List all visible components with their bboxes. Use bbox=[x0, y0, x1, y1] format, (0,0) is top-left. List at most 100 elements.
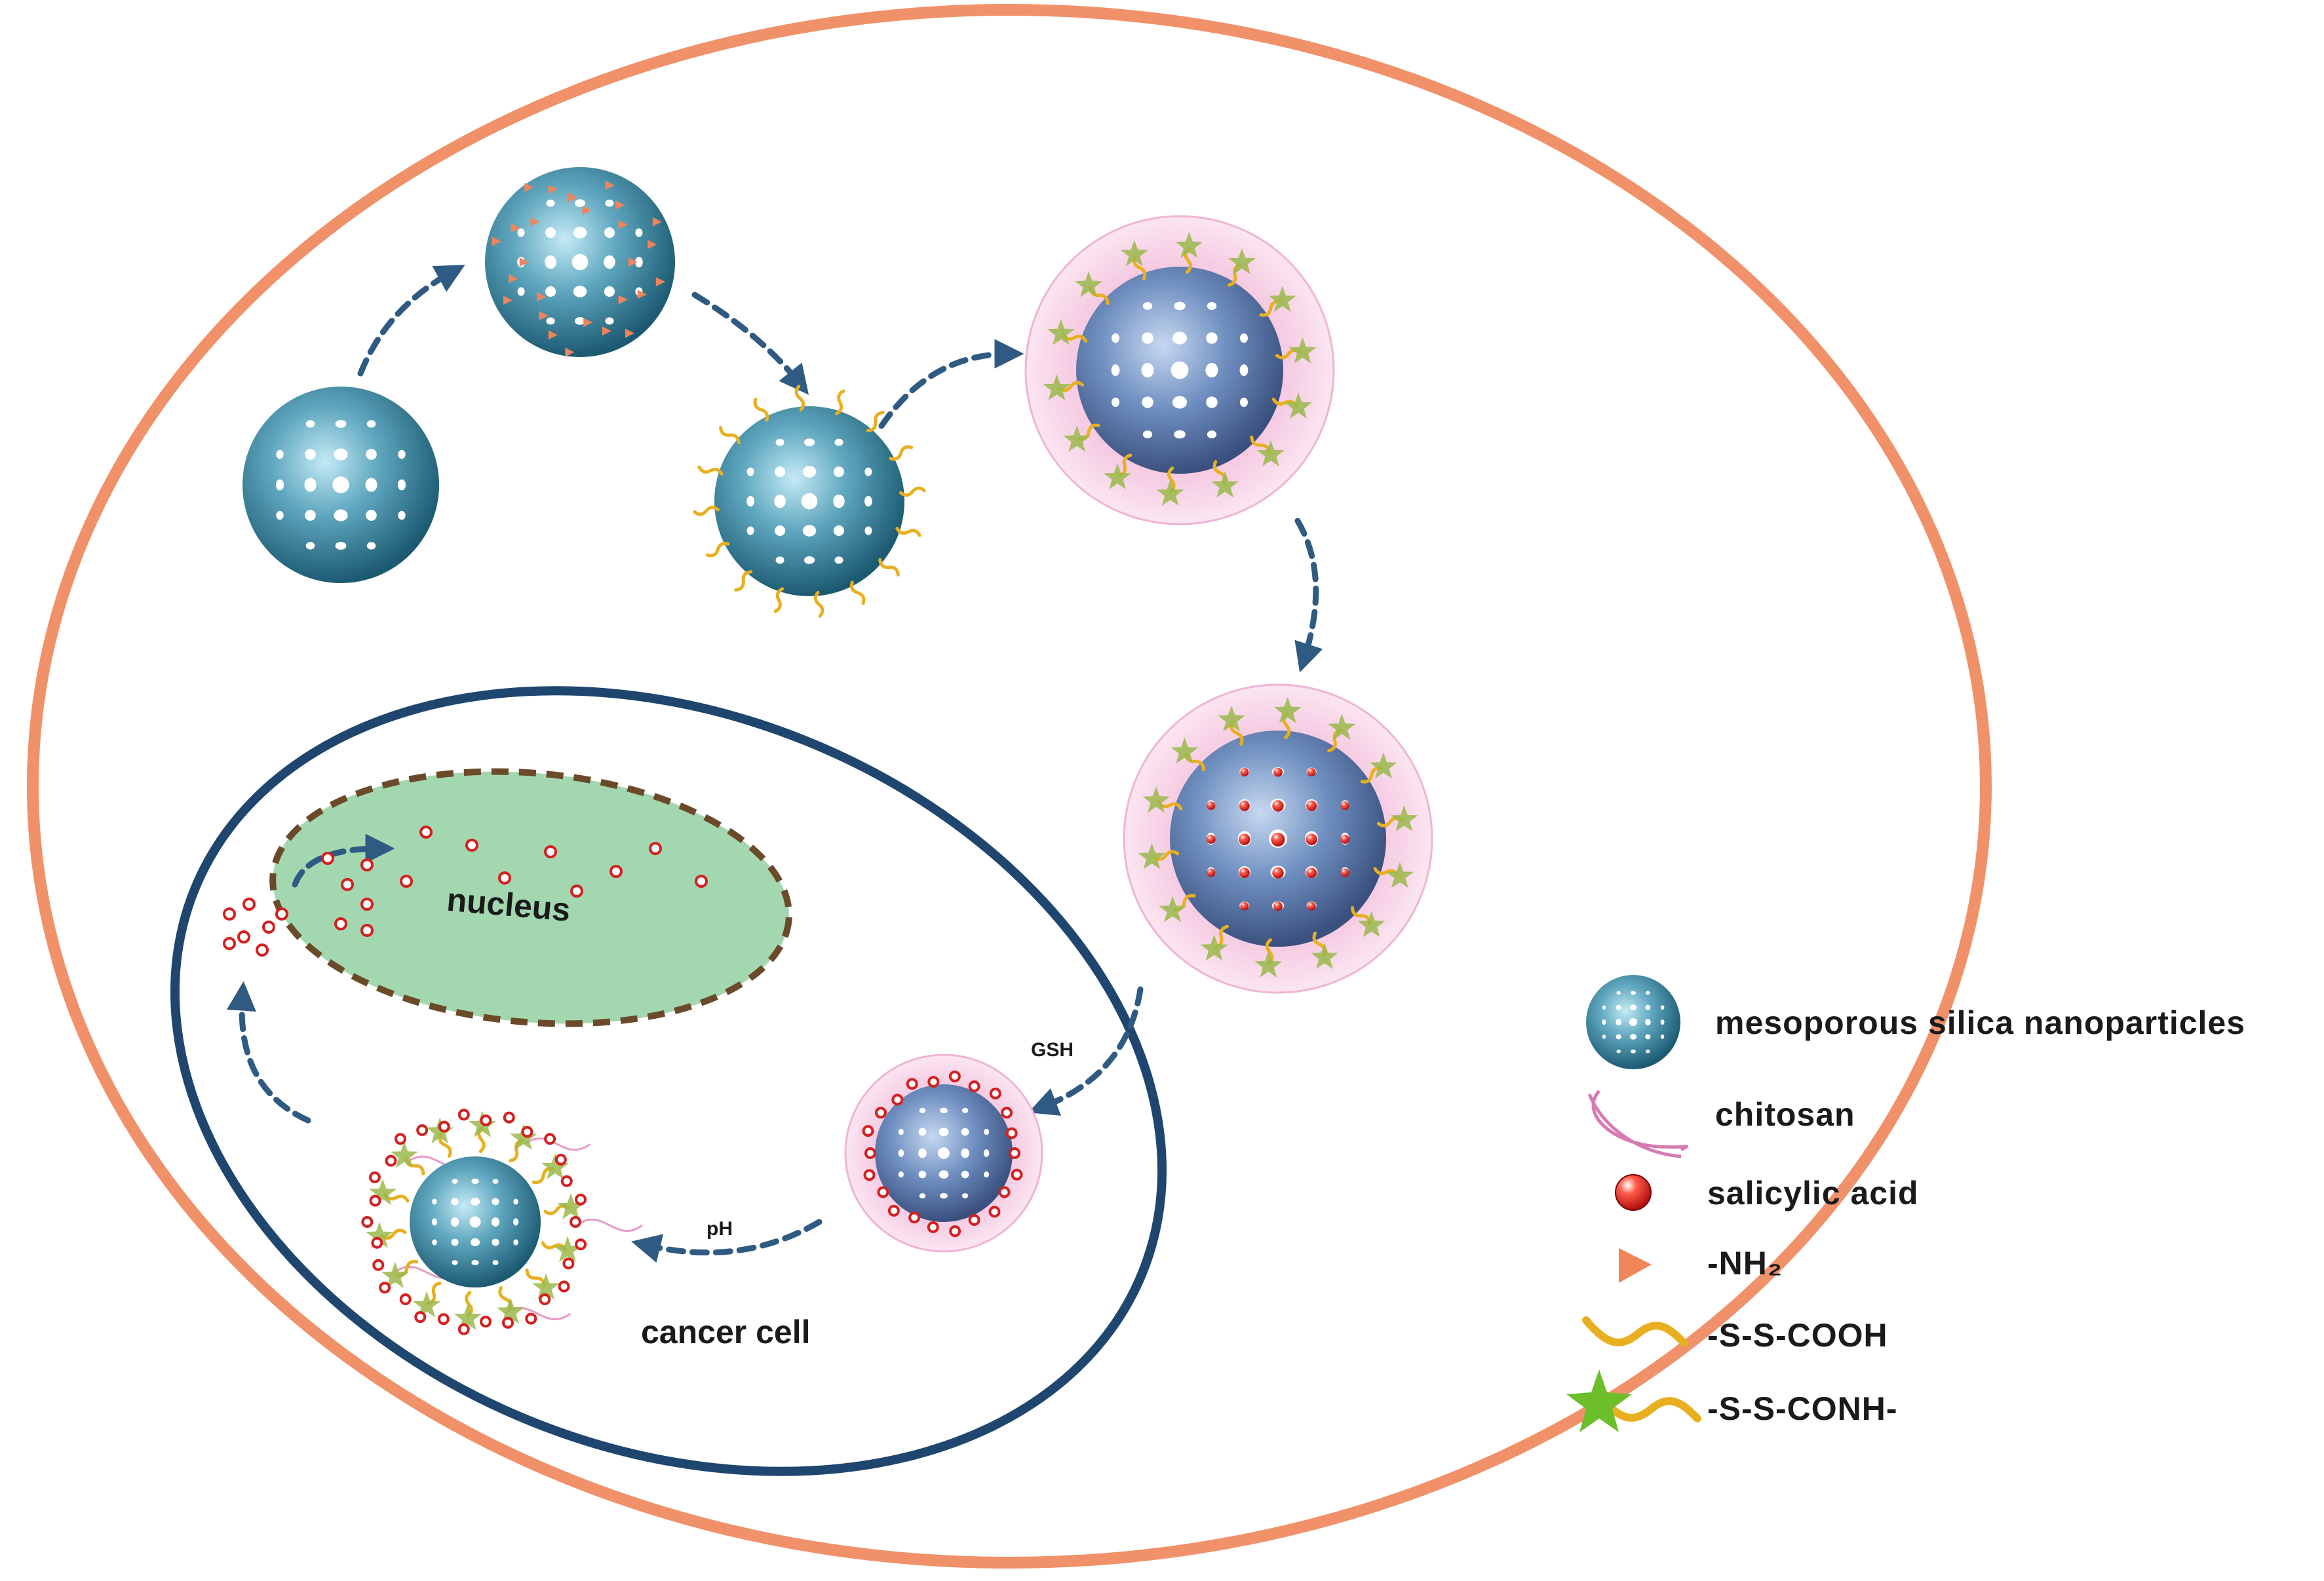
pore bbox=[833, 494, 845, 508]
drug-molecule bbox=[457, 1323, 470, 1335]
pore bbox=[961, 1107, 969, 1113]
drug-molecule bbox=[242, 898, 256, 911]
pore bbox=[1644, 1018, 1651, 1026]
amine-group bbox=[625, 328, 634, 338]
arrow-step-gsh bbox=[1028, 986, 1144, 1116]
pore bbox=[305, 420, 315, 428]
drug-molecule bbox=[1009, 1147, 1020, 1159]
gsh-label: GSH bbox=[1031, 1039, 1074, 1061]
pore bbox=[1172, 396, 1188, 409]
crosslink-star bbox=[413, 1291, 441, 1318]
flow-arrows bbox=[226, 265, 1323, 1263]
drug-molecule bbox=[927, 1221, 939, 1234]
drug-molecule bbox=[1307, 768, 1316, 777]
pore bbox=[1646, 991, 1650, 995]
pore bbox=[938, 1147, 950, 1159]
disulfide-chain bbox=[697, 465, 724, 476]
disulfide-chain bbox=[1230, 720, 1244, 746]
drug-molecule bbox=[575, 1238, 587, 1251]
drug-molecule bbox=[988, 1206, 1001, 1218]
pore bbox=[1174, 430, 1186, 439]
amine-group bbox=[655, 277, 665, 287]
pore bbox=[864, 495, 872, 507]
cancer-cell-membrane bbox=[170, 686, 1167, 1476]
pore bbox=[961, 1148, 969, 1158]
drug-molecule bbox=[237, 930, 250, 943]
crosslink-star bbox=[1075, 271, 1103, 297]
amine-group bbox=[637, 290, 647, 299]
crosslink-star bbox=[1142, 786, 1171, 813]
drug-molecule bbox=[334, 917, 347, 930]
drug-molecule bbox=[262, 921, 275, 934]
chitosan-strand bbox=[576, 1218, 643, 1232]
drug-molecule bbox=[948, 1070, 961, 1082]
pore bbox=[471, 1259, 479, 1266]
crosslink-star bbox=[1043, 374, 1071, 400]
arrow-step-4 bbox=[1294, 518, 1323, 673]
drug-molecule bbox=[968, 1080, 980, 1093]
pore bbox=[1645, 1004, 1651, 1010]
drug-molecule bbox=[649, 842, 662, 855]
pore bbox=[604, 227, 615, 238]
pore bbox=[898, 1171, 904, 1178]
pore bbox=[1142, 396, 1153, 408]
drug-molecule bbox=[480, 1114, 492, 1126]
legend: mesoporous silica nanoparticles chitosan… bbox=[1566, 975, 2245, 1432]
msn-in-cell bbox=[844, 1054, 1043, 1253]
drug-molecule bbox=[554, 1153, 567, 1166]
orange-triangle-icon bbox=[1619, 1248, 1652, 1283]
pore bbox=[1616, 1049, 1621, 1054]
msn-amine bbox=[485, 167, 675, 357]
pore bbox=[1205, 362, 1218, 378]
drug-molecule bbox=[1307, 902, 1316, 911]
disulfide-chain bbox=[380, 1229, 407, 1240]
drug-molecule bbox=[570, 1216, 581, 1228]
pore bbox=[939, 1170, 949, 1179]
pore bbox=[1206, 332, 1218, 344]
pore bbox=[571, 254, 589, 271]
pore bbox=[517, 228, 525, 237]
pore bbox=[492, 1260, 499, 1265]
pore bbox=[397, 479, 406, 491]
disulfide-chain bbox=[734, 570, 753, 592]
crosslink-star bbox=[541, 1152, 569, 1179]
drug-molecule bbox=[1005, 1127, 1018, 1139]
pore bbox=[1239, 397, 1248, 408]
drug-molecule bbox=[863, 1169, 876, 1181]
pore bbox=[366, 510, 377, 521]
disulfide-chain bbox=[438, 1132, 452, 1158]
pore bbox=[1660, 1005, 1665, 1010]
cancer-cell-label: cancer cell bbox=[641, 1314, 811, 1350]
crosslink-star bbox=[1120, 240, 1148, 267]
pore bbox=[305, 542, 315, 550]
drug-molecule bbox=[1272, 867, 1284, 879]
pore bbox=[513, 1218, 519, 1226]
crosslink-star bbox=[1256, 440, 1285, 467]
drug-molecule bbox=[927, 1076, 940, 1088]
drug-molecule bbox=[503, 1111, 515, 1124]
pore bbox=[802, 525, 817, 537]
amine-group bbox=[618, 295, 628, 305]
amine-group bbox=[548, 184, 558, 194]
drug-molecule bbox=[1207, 801, 1216, 810]
amine-group bbox=[602, 326, 611, 336]
amine-group bbox=[583, 318, 593, 328]
drug-molecule bbox=[275, 907, 288, 921]
drug-molecule bbox=[1306, 800, 1317, 811]
pore bbox=[1629, 1004, 1637, 1011]
green-star-squiggle-icon bbox=[1566, 1369, 1701, 1432]
disulfide-chain bbox=[794, 385, 805, 412]
drug-molecule bbox=[1271, 832, 1285, 847]
drug-molecule bbox=[457, 1109, 470, 1121]
msn-chitosan-coated bbox=[1024, 215, 1335, 525]
disulfide-chain bbox=[773, 587, 784, 613]
pore bbox=[573, 286, 587, 297]
disulfide-chain bbox=[849, 581, 866, 605]
pore bbox=[1616, 1034, 1621, 1040]
free-drug-molecules bbox=[223, 826, 708, 957]
drug-molecule bbox=[521, 1126, 533, 1138]
msn-disulfide bbox=[693, 385, 926, 618]
pore bbox=[398, 449, 406, 459]
pore bbox=[1602, 1019, 1606, 1025]
drug-molecule bbox=[949, 1225, 961, 1238]
